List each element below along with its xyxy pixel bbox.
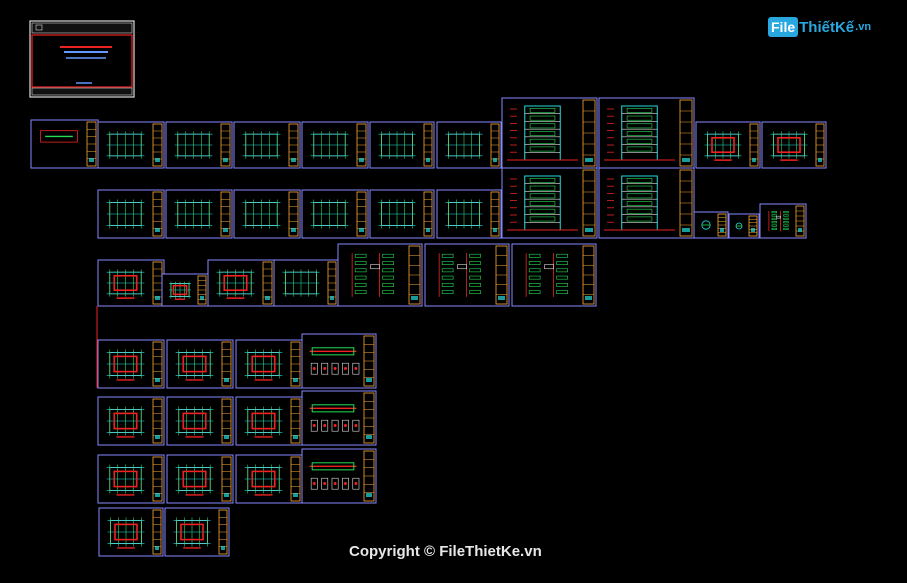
drawing-sheet (337, 243, 423, 307)
drawing-sheet (301, 333, 377, 389)
drawing-sheet (233, 189, 301, 239)
drawing-sheet (166, 339, 234, 389)
drawing-sheet (164, 507, 230, 557)
drawing-sheet (728, 213, 760, 239)
drawing-sheet (301, 189, 369, 239)
drawing-sheet (436, 121, 502, 169)
drawing-sheet (97, 189, 165, 239)
drawing-sheet (97, 121, 165, 169)
drawing-sheet (165, 189, 233, 239)
drawing-sheets (29, 20, 827, 557)
drawing-sheet (233, 121, 301, 169)
drawing-sheet (165, 121, 233, 169)
drawing-sheet (369, 189, 435, 239)
drawing-sheet (301, 390, 377, 446)
drawing-sheet (501, 97, 598, 169)
drawing-sheet (598, 97, 695, 169)
drawing-sheet (166, 454, 234, 504)
copyright-notice: Copyright © FileThietKe.vn (349, 543, 542, 560)
drawing-sheet (759, 203, 807, 239)
drawing-sheet (235, 339, 303, 389)
drawing-sheet (273, 259, 339, 307)
drawing-sheet (693, 211, 729, 239)
drawing-sheet (501, 167, 598, 239)
drawing-sheet (30, 119, 99, 169)
drawing-sheet (161, 273, 209, 307)
drawing-sheet (761, 121, 827, 169)
drawing-sheet (97, 339, 165, 389)
drawing-sheet (97, 259, 165, 307)
drawing-sheet (166, 396, 234, 446)
drawing-sheet (424, 243, 510, 307)
drawing-sheet (695, 121, 761, 169)
drawing-sheet (511, 243, 597, 307)
cover-sheet (29, 20, 135, 98)
drawing-sheet (301, 448, 377, 504)
drawing-sheet (235, 396, 303, 446)
drawing-sheet (98, 507, 164, 557)
logo-domain-text: .vn (855, 21, 872, 33)
drawing-sheet (235, 454, 303, 504)
drawing-sheet (97, 454, 165, 504)
drawing-sheet (301, 121, 369, 169)
filethietke-logo: File ThiếtKế .vn (768, 14, 871, 40)
logo-thietke-text: ThiếtKế (799, 18, 855, 36)
drawing-sheet (436, 189, 502, 239)
drawing-sheet (97, 396, 165, 446)
drawing-sheet (369, 121, 435, 169)
drawing-sheet (207, 259, 275, 307)
drawing-sheet (598, 167, 695, 239)
logo-file-box: File (768, 17, 799, 37)
